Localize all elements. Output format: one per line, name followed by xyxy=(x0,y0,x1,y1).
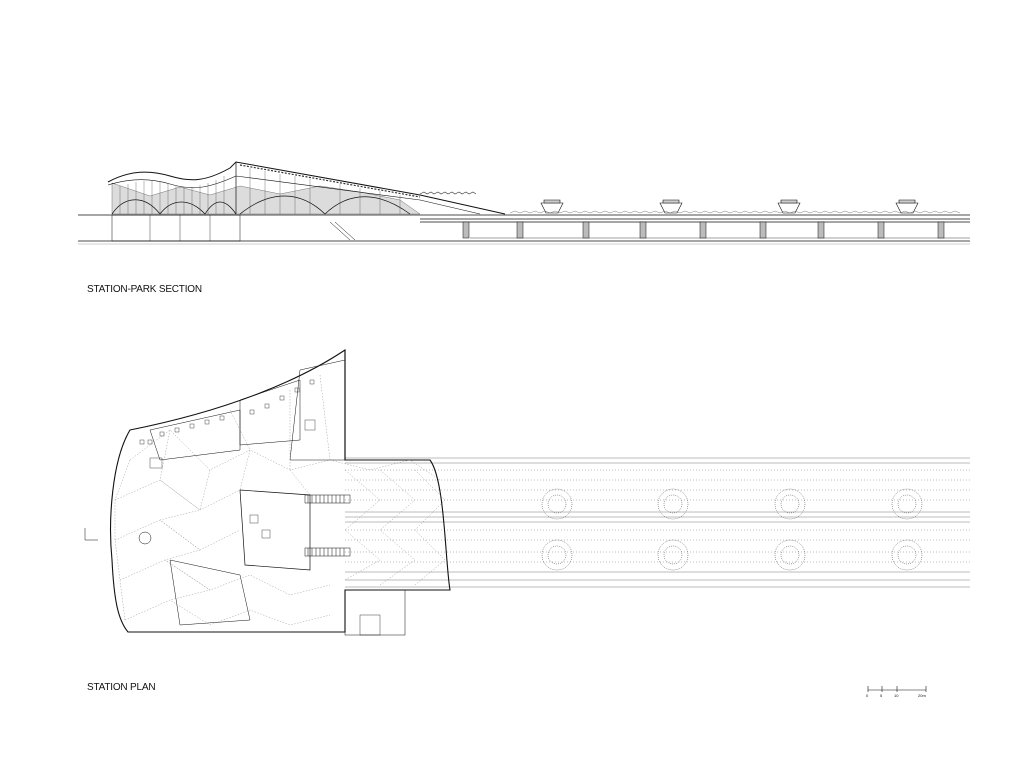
station-plan-drawing xyxy=(84,348,970,636)
section-caption: STATION-PARK SECTION xyxy=(87,284,202,295)
scale-label-0: 0 xyxy=(866,693,869,698)
plan-caption: STATION PLAN xyxy=(87,682,156,693)
scale-label-5: 5 xyxy=(880,693,883,698)
scale-label-20m: 20m xyxy=(918,693,926,698)
scale-label-10: 10 xyxy=(894,693,899,698)
station-park-section-drawing xyxy=(78,161,970,245)
scale-bar xyxy=(867,686,927,692)
